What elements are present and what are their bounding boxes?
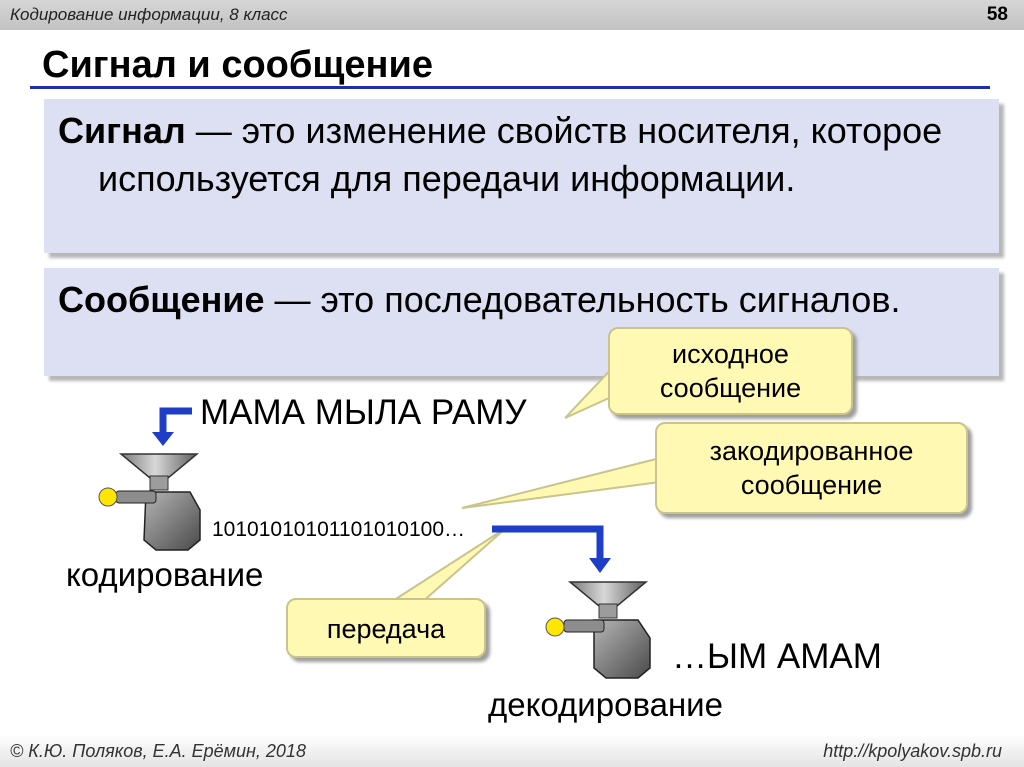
footer-url[interactable]: http://kpolyakov.spb.ru bbox=[823, 741, 1002, 762]
encoded-message-callout: закодированное сообщение bbox=[655, 422, 968, 514]
encoded-callout-pointer bbox=[462, 458, 660, 508]
transmission-callout: передача bbox=[286, 598, 486, 658]
footer-authors: © К.Ю. Поляков, Е.А. Ерёмин, 2018 bbox=[10, 741, 306, 762]
encoding-label: кодирование bbox=[66, 556, 263, 594]
input-arrow-icon bbox=[152, 411, 192, 446]
decoding-label: декодирование bbox=[488, 686, 723, 724]
source-message-callout: исходное сообщение bbox=[608, 327, 853, 415]
source-message: МАМА МЫЛА РАМУ bbox=[200, 393, 527, 433]
encoded-bits: 10101010101101010100… bbox=[212, 518, 465, 542]
encoder-machine-icon bbox=[99, 454, 200, 550]
decoded-message: …ЫМ АМАМ bbox=[672, 637, 882, 677]
decoder-machine-icon bbox=[546, 582, 650, 678]
transmission-arrow-icon bbox=[492, 529, 611, 573]
